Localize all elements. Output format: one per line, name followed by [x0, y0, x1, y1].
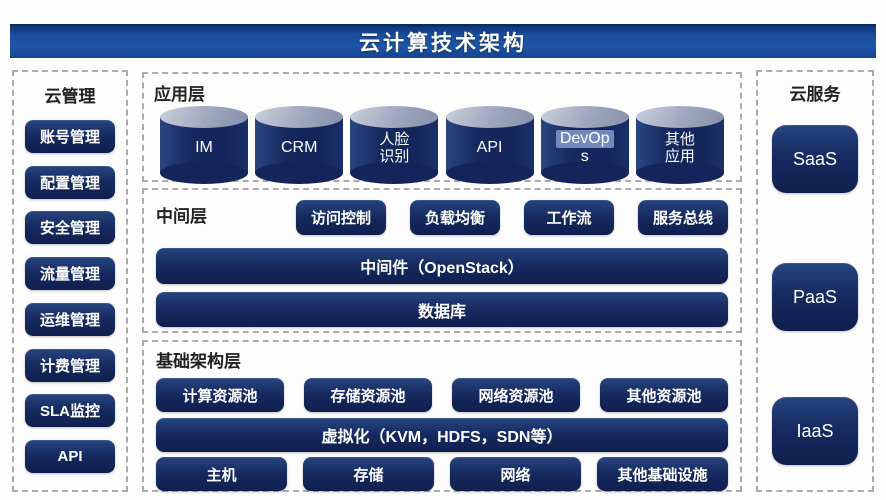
cylinder-im: IM	[160, 106, 248, 184]
node-host: 主机	[156, 457, 287, 491]
node-middleware-openstack: 中间件（OpenStack）	[156, 248, 728, 284]
node-storage: 存储	[303, 457, 434, 491]
devops-highlighted-text: DevOp	[555, 129, 614, 148]
node-iaas: IaaS	[772, 397, 858, 465]
node-config-management: 配置管理	[25, 165, 115, 199]
cylinder-devops-label: DevOp s	[555, 129, 614, 167]
cylinder-other-apps-label: 其他 应用	[664, 130, 695, 165]
node-ops-management: 运维管理	[25, 302, 115, 336]
node-sla-monitoring: SLA监控	[25, 394, 115, 428]
application-cylinders: IM CRM 人脸 识别 API DevOp s 其他 应用	[156, 106, 728, 184]
cylinder-api-label: API	[476, 138, 503, 156]
cloud-services-panel: 云服务 SaaS PaaS IaaS	[756, 70, 874, 492]
middle-layer-panel: 中间层 访问控制 负载均衡 工作流 服务总线 中间件（OpenStack） 数据…	[142, 188, 742, 333]
node-network: 网络	[450, 457, 581, 491]
middle-layer-top-row: 中间层 访问控制 负载均衡 工作流 服务总线	[156, 198, 728, 236]
title-banner: 云计算技术架构	[10, 24, 876, 58]
cylinder-face-recognition-label: 人脸 识别	[379, 130, 410, 165]
cylinder-crm: CRM	[255, 106, 344, 184]
node-security-management: 安全管理	[25, 211, 115, 245]
application-layer-panel: 应用层 IM CRM 人脸 识别 API DevOp s 其他 应用	[142, 72, 742, 184]
node-access-control: 访问控制	[296, 199, 386, 235]
node-network-pool: 网络资源池	[452, 378, 580, 412]
node-api: API	[25, 440, 115, 474]
cylinder-face-recognition: 人脸 识别	[350, 106, 439, 184]
node-other-pool: 其他资源池	[600, 378, 728, 412]
node-account-management: 账号管理	[25, 119, 115, 153]
cylinder-im-label: IM	[195, 138, 213, 156]
cylinder-crm-label: CRM	[280, 138, 318, 156]
cloud-management-panel: 云管理 账号管理 配置管理 安全管理 流量管理 运维管理 计费管理 SLA监控 …	[12, 70, 128, 492]
middle-layer-buttons: 访问控制 负载均衡 工作流 服务总线	[207, 199, 728, 235]
node-database: 数据库	[156, 292, 728, 327]
node-paas: PaaS	[772, 263, 858, 331]
node-saas: SaaS	[772, 125, 858, 193]
node-other-infrastructure: 其他基础设施	[597, 457, 728, 491]
node-billing-management: 计费管理	[25, 348, 115, 382]
devops-tail-text: s	[580, 148, 589, 165]
cloud-management-items: 账号管理 配置管理 安全管理 流量管理 运维管理 计费管理 SLA监控 API	[14, 107, 126, 490]
hardware-row: 主机 存储 网络 其他基础设施	[156, 457, 728, 491]
infrastructure-layer-label: 基础架构层	[156, 352, 241, 371]
page-title: 云计算技术架构	[359, 32, 527, 55]
node-traffic-management: 流量管理	[25, 257, 115, 291]
resource-pool-row: 计算资源池 存储资源池 网络资源池 其他资源池	[156, 378, 728, 412]
cylinder-devops: DevOp s	[540, 106, 629, 184]
cloud-management-header: 云管理	[44, 87, 96, 106]
cloud-services-header: 云服务	[789, 85, 841, 104]
middle-layer-label: 中间层	[156, 206, 207, 226]
application-layer-label: 应用层	[154, 85, 205, 104]
node-load-balancing: 负载均衡	[410, 199, 500, 235]
node-virtualization: 虚拟化（KVM，HDFS，SDN等）	[156, 418, 728, 452]
node-compute-pool: 计算资源池	[156, 378, 284, 412]
cylinder-api: API	[445, 106, 534, 184]
node-workflow: 工作流	[524, 199, 614, 235]
node-storage-pool: 存储资源池	[304, 378, 432, 412]
cylinder-other-apps: 其他 应用	[635, 106, 724, 184]
infrastructure-layer-panel: 基础架构层 计算资源池 存储资源池 网络资源池 其他资源池 虚拟化（KVM，HD…	[142, 340, 742, 492]
node-service-bus: 服务总线	[638, 199, 728, 235]
